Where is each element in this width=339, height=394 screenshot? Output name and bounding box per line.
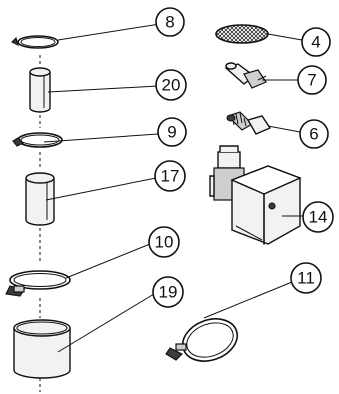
part-17-medium-tube [25, 172, 55, 226]
part-20-small-tube [29, 67, 51, 113]
callout-10-label: 10 [155, 233, 174, 252]
callout-6: 6 [299, 119, 329, 149]
callout-20: 20 [155, 69, 187, 101]
part-19-large-sleeve [13, 319, 71, 379]
callout-19: 19 [152, 276, 184, 308]
callout-11-label: 11 [297, 269, 315, 288]
callout-7: 7 [297, 65, 327, 95]
part-4-mesh-filter [215, 24, 269, 44]
part-7-hose-nipple [224, 62, 267, 89]
callout-10: 10 [148, 226, 180, 258]
leader-lines [43, 23, 304, 353]
callout-6-label: 6 [309, 125, 318, 144]
part-9-clamp [12, 132, 63, 148]
callout-14-label: 14 [309, 208, 328, 227]
callout-9-label: 9 [167, 123, 176, 142]
callout-8: 8 [155, 7, 185, 37]
callout-11: 11 [290, 262, 322, 294]
callout-9: 9 [157, 117, 187, 147]
callout-14: 14 [302, 201, 334, 233]
callout-4: 4 [301, 27, 331, 57]
callout-17: 17 [154, 160, 186, 192]
callout-19-label: 19 [159, 283, 178, 302]
callout-7-label: 7 [307, 71, 316, 90]
callout-17-label: 17 [161, 167, 180, 186]
part-10-large-clamp [5, 270, 71, 297]
callout-8-label: 8 [165, 13, 174, 32]
part-11-hose-clamp [165, 318, 238, 362]
part-8-small-clamp [11, 35, 59, 49]
part-6-threaded-fitting [226, 111, 272, 135]
part-14-solenoid-valve [209, 145, 302, 245]
callout-20-label: 20 [162, 76, 181, 95]
callout-4-label: 4 [311, 33, 320, 52]
